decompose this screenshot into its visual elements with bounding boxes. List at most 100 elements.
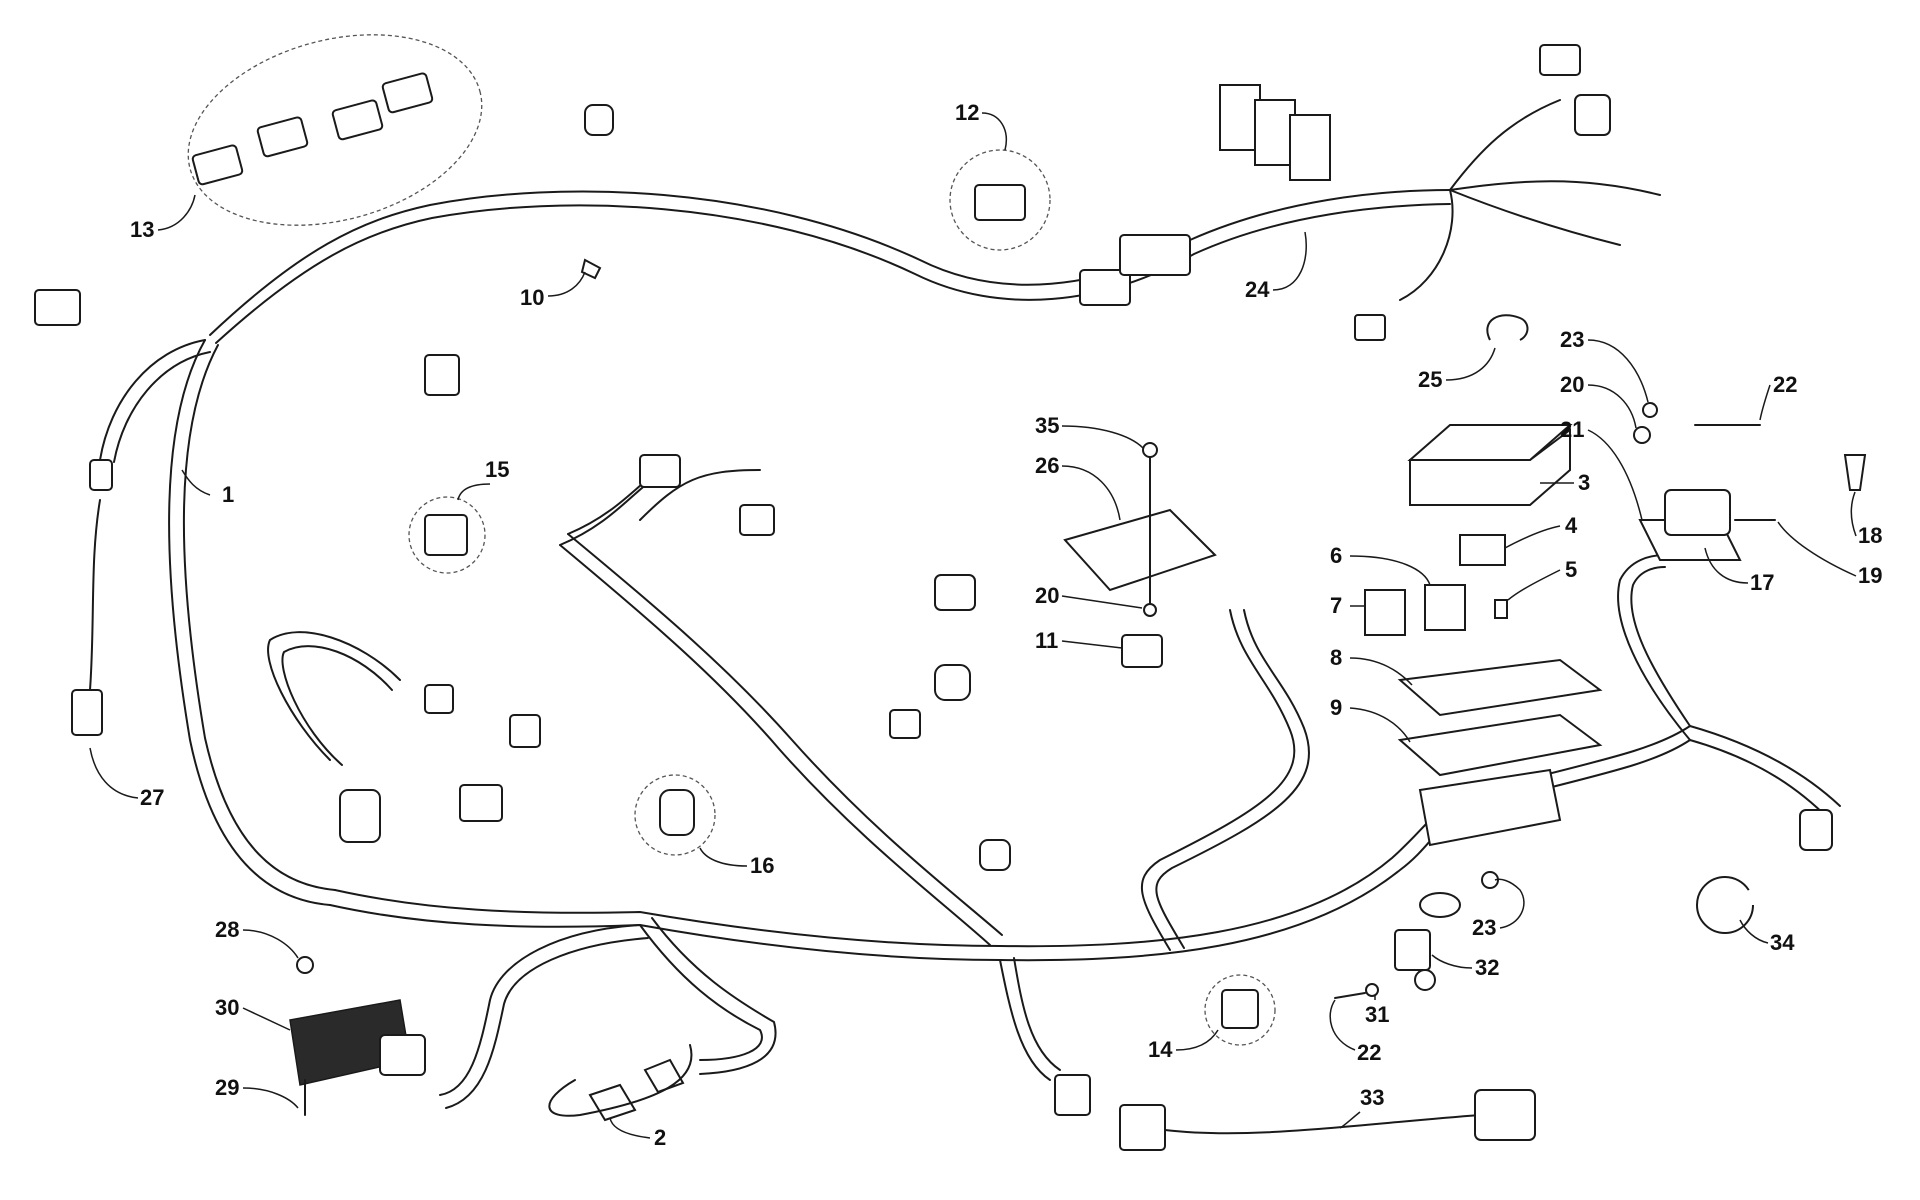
callout-11: 11 <box>1035 628 1123 653</box>
callout-1-label: 1 <box>222 482 234 507</box>
callout-33: 33 <box>1339 1085 1384 1129</box>
callout-32-label: 32 <box>1475 955 1499 980</box>
relay-7 <box>1364 589 1406 636</box>
connector-group-13-outline <box>187 34 483 226</box>
callout-27: 27 <box>89 747 164 810</box>
connector-mid-f <box>979 839 1011 871</box>
callout-23b: 23 <box>1472 878 1525 940</box>
connector-11 <box>1121 634 1163 668</box>
connector-left-b <box>424 354 460 396</box>
connector-13b <box>256 116 309 158</box>
callout-23a: 23 <box>1560 327 1649 403</box>
callout-20b-label: 20 <box>1560 372 1584 397</box>
connector-24-inline <box>1079 269 1131 306</box>
label-sheet-8 <box>1397 658 1603 717</box>
callout-13: 13 <box>130 194 196 242</box>
callout-12-label: 12 <box>955 100 979 125</box>
callout-23a-label: 23 <box>1560 327 1584 352</box>
connector-24f <box>1354 314 1386 341</box>
callout-25: 25 <box>1418 347 1496 392</box>
nut-28 <box>296 956 314 974</box>
sensor-32 <box>1394 929 1431 971</box>
callout-6-label: 6 <box>1330 543 1342 568</box>
callout-1: 1 <box>181 469 234 507</box>
callout-11-label: 11 <box>1035 628 1058 653</box>
callout-16: 16 <box>699 847 774 878</box>
callout-16-label: 16 <box>750 853 774 878</box>
connector-top-a <box>584 104 614 136</box>
callout-8-label: 8 <box>1330 645 1342 670</box>
connector-mid-d <box>934 664 971 701</box>
callout-21: 21 <box>1560 417 1643 521</box>
callout-20a: 20 <box>1035 583 1143 609</box>
components <box>34 34 1867 1151</box>
connector-16 <box>659 789 695 836</box>
callout-14: 14 <box>1148 1029 1219 1062</box>
clamp-34 <box>1696 876 1754 934</box>
callout-30-label: 30 <box>215 995 239 1020</box>
connector-lower-b <box>424 684 454 714</box>
connector-15 <box>424 514 468 556</box>
callout-15-label: 15 <box>485 457 509 482</box>
callout-19: 19 <box>1777 521 1882 588</box>
connector-15-outline <box>408 496 486 574</box>
connector-27 <box>89 459 113 491</box>
callout-12: 12 <box>955 100 1007 151</box>
loop-2 <box>548 1044 693 1117</box>
connector-2b <box>643 1058 685 1094</box>
connector-12 <box>974 184 1026 221</box>
callout-33-label: 33 <box>1360 1085 1384 1110</box>
callout-34: 34 <box>1739 919 1795 955</box>
callout-20b: 20 <box>1560 372 1637 429</box>
callout-22b: 22 <box>1329 999 1381 1065</box>
callout-7: 7 <box>1330 593 1365 618</box>
connector-14-outline <box>1204 974 1276 1046</box>
callout-13-label: 13 <box>130 217 154 242</box>
callout-26-label: 26 <box>1035 453 1059 478</box>
harness-33 <box>1164 1114 1481 1135</box>
connector-14 <box>1221 989 1259 1029</box>
screw-22b <box>1334 992 1366 999</box>
callout-24: 24 <box>1245 231 1307 302</box>
connector-12-outline <box>949 149 1051 251</box>
fuse-block-base <box>1418 768 1562 847</box>
callout-35-label: 35 <box>1035 413 1059 438</box>
connector-13a <box>191 144 244 186</box>
sensor-27 <box>71 689 103 736</box>
callout-19-label: 19 <box>1858 563 1882 588</box>
callout-6: 6 <box>1330 543 1431 586</box>
bolt-35-head <box>1142 442 1158 458</box>
grommet-20 <box>1143 603 1157 617</box>
callout-3-label: 3 <box>1578 470 1590 495</box>
nut-23 <box>1642 402 1658 418</box>
callout-2-label: 2 <box>654 1125 666 1150</box>
callout-10-label: 10 <box>520 285 544 310</box>
connector-24e <box>1574 94 1611 136</box>
callout-14-label: 14 <box>1148 1037 1173 1062</box>
connector-lower-c <box>459 784 503 822</box>
callout-28-label: 28 <box>215 917 239 942</box>
connector-33b <box>1474 1089 1536 1141</box>
callout-20a-label: 20 <box>1035 583 1059 608</box>
bracket-32 <box>1419 892 1461 918</box>
callout-32: 32 <box>1431 954 1499 980</box>
connector-24-block <box>1119 234 1191 276</box>
callout-9-label: 9 <box>1330 695 1342 720</box>
fuse-5 <box>1494 599 1508 619</box>
connector-mid-e <box>889 709 921 739</box>
callout-26: 26 <box>1035 453 1121 521</box>
callout-18: 18 <box>1850 491 1882 548</box>
push-rivet-18 <box>1843 454 1867 491</box>
callout-30: 30 <box>215 995 291 1031</box>
connector-mid-c <box>934 574 976 611</box>
callout-31: 31 <box>1365 996 1389 1027</box>
callout-17: 17 <box>1704 547 1774 595</box>
callout-4: 4 <box>1504 513 1578 549</box>
connector-2a <box>588 1083 637 1122</box>
callout-22a-label: 22 <box>1773 372 1797 397</box>
connector-left-a <box>34 289 81 326</box>
callout-28: 28 <box>215 917 299 959</box>
connector-lower-d <box>509 714 541 748</box>
sensor-27-lead <box>89 499 101 691</box>
